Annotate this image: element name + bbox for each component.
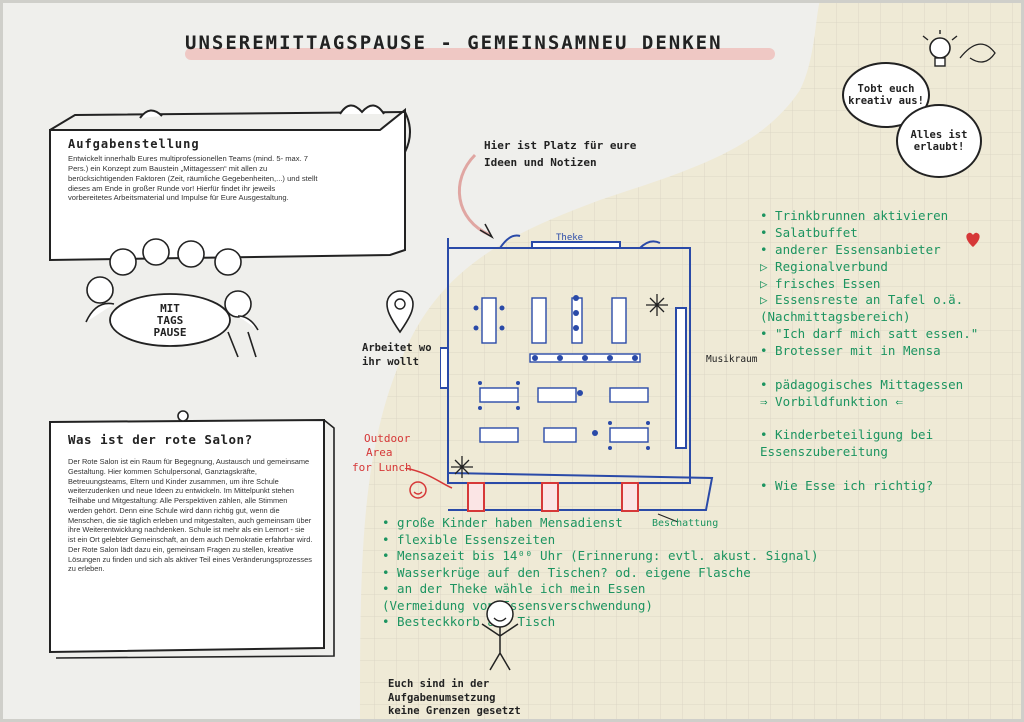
bottom-note-item: (Vermeidung von Essensverschwendung) bbox=[382, 597, 653, 613]
note-item bbox=[760, 461, 1010, 478]
outdoor-line2: Area bbox=[366, 446, 393, 460]
salon-box-frame bbox=[49, 410, 335, 659]
page-title: UNSEREMITTAGSPAUSE - GEMEINSAMNEU DENKEN bbox=[185, 32, 785, 68]
outdoor-label: Outdoor Area for Lunch bbox=[352, 432, 412, 475]
bottom-note-item: • Mensazeit bis 14⁰⁰ Uhr (Erinnerung: ev… bbox=[382, 548, 819, 563]
bubble-tobt: Tobt euch kreativ aus! bbox=[842, 62, 930, 128]
task-heading: Aufgabenstellung bbox=[68, 137, 200, 151]
salon-heading: Was ist der rote Salon? bbox=[68, 432, 253, 447]
footer-line2: Aufgabenumsetzung bbox=[388, 691, 496, 704]
bottom-note-item: • Besteckkorb auf Tisch bbox=[382, 614, 556, 629]
task-box: Aufgabenstellung Entwickelt innerhalb Eu… bbox=[68, 137, 318, 203]
people-illustration: MIT TAGS PAUSE bbox=[85, 238, 259, 358]
note-item: • "Ich darf mich satt essen." bbox=[760, 326, 979, 342]
footer-line3: keine Grenzen gesetzt bbox=[388, 705, 521, 718]
beschattung-label: Beschattung bbox=[652, 518, 719, 529]
theke-label: Theke bbox=[556, 233, 583, 243]
note-item: ▷ Regionalverbund bbox=[760, 258, 888, 274]
note-item: • Kinderbeteiligung bei bbox=[760, 427, 934, 443]
footer-line1: Euch sind in der bbox=[388, 678, 490, 690]
note-item: • pädagogisches Mittagessen bbox=[760, 376, 964, 392]
outdoor-smiley-icon bbox=[404, 468, 453, 499]
floor-plan: Theke bbox=[440, 233, 714, 523]
note-item: • Salatbuffet bbox=[760, 224, 858, 240]
sign-oval bbox=[109, 293, 231, 347]
salon-box: Was ist der rote Salon? Der Rote Salon i… bbox=[68, 432, 313, 574]
ideas-prompt-line2: Ideen und Notizen bbox=[484, 155, 597, 169]
note-item: ▷ frisches Essen bbox=[760, 275, 881, 291]
title-highlight bbox=[185, 48, 775, 60]
arbeitet-text: Arbeitet wo ihr wollt bbox=[362, 342, 432, 369]
bottom-note-item: • Wasserkrüge auf den Tischen? od. eigen… bbox=[382, 564, 751, 580]
note-item bbox=[760, 360, 1010, 377]
note-item: • Brotesser mit in Mensa bbox=[760, 343, 941, 358]
ideas-prompt-line1: Hier ist Platz für eure bbox=[484, 139, 637, 152]
task-body: Entwickelt innerhalb Eures multiprofessi… bbox=[68, 154, 318, 203]
ideas-prompt: Hier ist Platz für eure Ideen und Notize… bbox=[484, 138, 636, 171]
outdoor-line1: Outdoor bbox=[364, 432, 411, 445]
note-item: • Trinkbrunnen aktivieren bbox=[760, 208, 949, 223]
note-item: (Nachmittagsbereich) bbox=[760, 309, 911, 325]
sign-line1: MIT bbox=[160, 302, 180, 315]
note-item: ⇒ Vorbildfunktion ⇐ bbox=[760, 393, 903, 409]
bubble-erlaubt: Alles ist erlaubt! bbox=[896, 104, 982, 178]
arbeitet-line1: Arbeitet wo bbox=[362, 342, 432, 354]
task-box-frame bbox=[49, 104, 411, 262]
heart-icon bbox=[966, 232, 980, 247]
footer-text: Euch sind in der Aufgabenumsetzung keine… bbox=[388, 678, 521, 719]
arbeitet-line2: ihr wollt bbox=[362, 355, 419, 368]
person-figure-icon bbox=[481, 600, 519, 671]
bottom-note-item: • an der Theke wähle ich mein Essen bbox=[382, 581, 646, 596]
lightbulb-icon bbox=[922, 30, 996, 67]
note-item: Essenszubereitung bbox=[760, 444, 888, 460]
note-item: ▷ Essensreste an Tafel o.ä. bbox=[760, 292, 964, 308]
salon-body: Der Rote Salon ist ein Raum für Begegnun… bbox=[68, 457, 313, 574]
notes-list: • Trinkbrunnen aktivieren • Salatbuffet … bbox=[760, 208, 1010, 495]
ideas-arrow bbox=[458, 153, 494, 239]
note-item bbox=[760, 411, 1010, 428]
note-item: • Wie Esse ich richtig? bbox=[760, 478, 934, 493]
location-pin-icon bbox=[386, 290, 414, 334]
musikraum-label: Musikraum bbox=[706, 354, 758, 365]
sign-line3: PAUSE bbox=[153, 326, 186, 339]
outdoor-line3: for Lunch bbox=[352, 460, 412, 474]
bottom-note-item: • flexible Essenszeiten bbox=[382, 531, 556, 547]
bottom-note-item: • große Kinder haben Mensadienst bbox=[382, 515, 623, 530]
sign-line2: TAGS bbox=[157, 314, 184, 327]
note-item: • anderer Essensanbieter bbox=[760, 241, 941, 257]
bottom-notes-list: • große Kinder haben Mensadienst • flexi… bbox=[382, 515, 819, 631]
